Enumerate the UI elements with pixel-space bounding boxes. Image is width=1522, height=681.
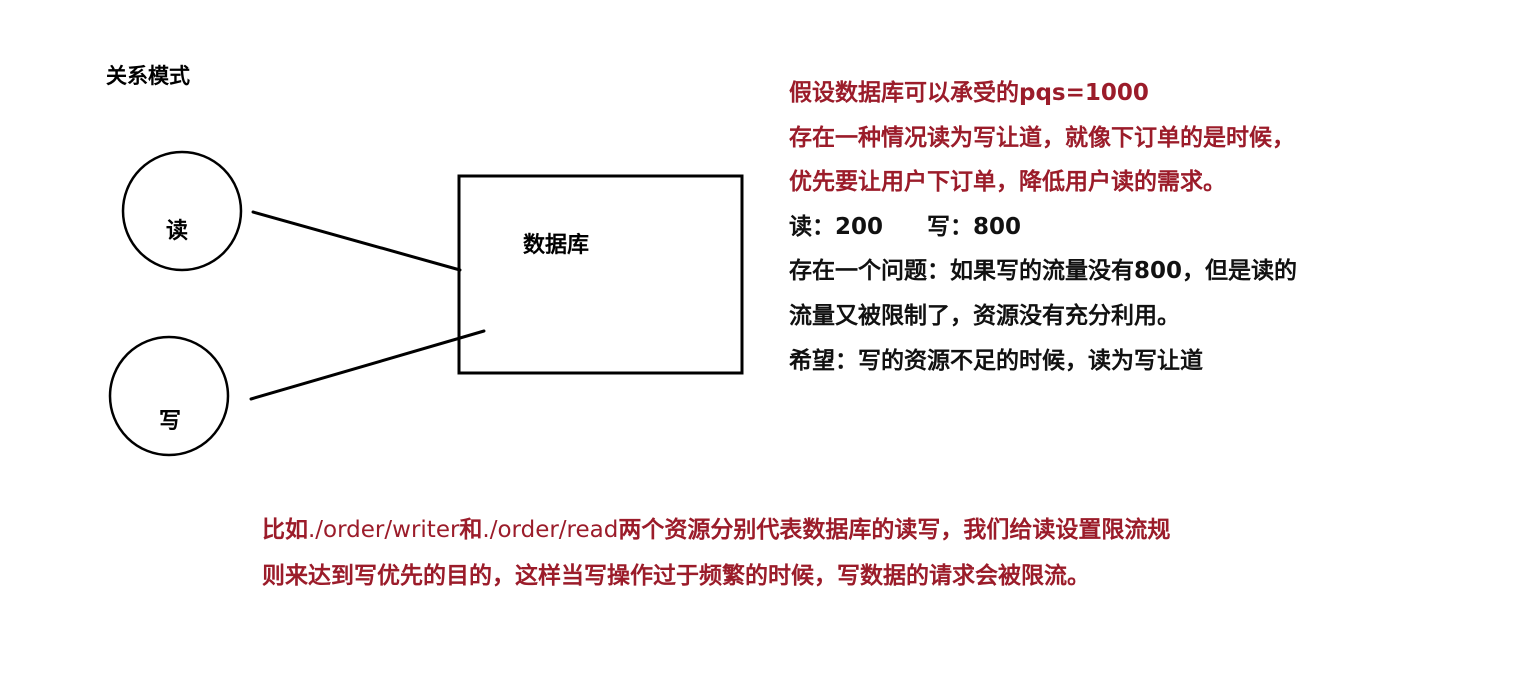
read-connector-line xyxy=(251,210,462,272)
write-connector-line xyxy=(249,329,486,401)
read-path: ./order/read xyxy=(482,517,619,543)
bottom-prefix: 比如 xyxy=(262,517,308,543)
bottom-and: 和 xyxy=(459,517,483,543)
notes-panel: 假设数据库可以承受的pqs=1000 存在一种情况读为写让道，就像下订单的是时候… xyxy=(789,71,1489,383)
write-node-circle xyxy=(108,335,230,457)
bottom-note: 比如./order/writer和./order/read两个资源分别代表数据库… xyxy=(262,507,1442,599)
write-quota: 写：800 xyxy=(927,213,1022,240)
note-black-line-1: 存在一个问题：如果写的流量没有800，但是读的 xyxy=(789,258,1298,285)
note-black-line-2: 流量又被限制了，资源没有充分利用。 xyxy=(789,302,1180,329)
note-red-line-3: 优先要让用户下订单，降低用户读的需求。 xyxy=(789,169,1226,196)
read-node-circle xyxy=(121,150,243,272)
write-node-label: 写 xyxy=(159,409,182,434)
note-red-line-2: 存在一种情况读为写让道，就像下订单的是时候， xyxy=(789,124,1295,151)
note-red-line-1: 假设数据库可以承受的pqs=1000 xyxy=(789,80,1149,106)
read-node-label: 读 xyxy=(166,219,189,244)
bottom-suffix: 两个资源分别代表数据库的读写，我们给读设置限流规 xyxy=(618,517,1171,543)
bottom-note-line-1: 比如./order/writer和./order/read两个资源分别代表数据库… xyxy=(262,507,1442,553)
quota-line: 读：200 写：800 xyxy=(789,205,1489,250)
page-title: 关系模式 xyxy=(106,64,190,88)
database-label: 数据库 xyxy=(523,233,590,258)
database-box xyxy=(457,174,744,375)
bottom-note-line-2: 则来达到写优先的目的，这样当写操作过于频繁的时候，写数据的请求会被限流。 xyxy=(262,563,1090,589)
read-quota: 读：200 xyxy=(789,213,884,240)
note-black-line-3: 希望：写的资源不足的时候，读为写让道 xyxy=(789,347,1203,374)
writer-path: ./order/writer xyxy=(308,517,460,543)
